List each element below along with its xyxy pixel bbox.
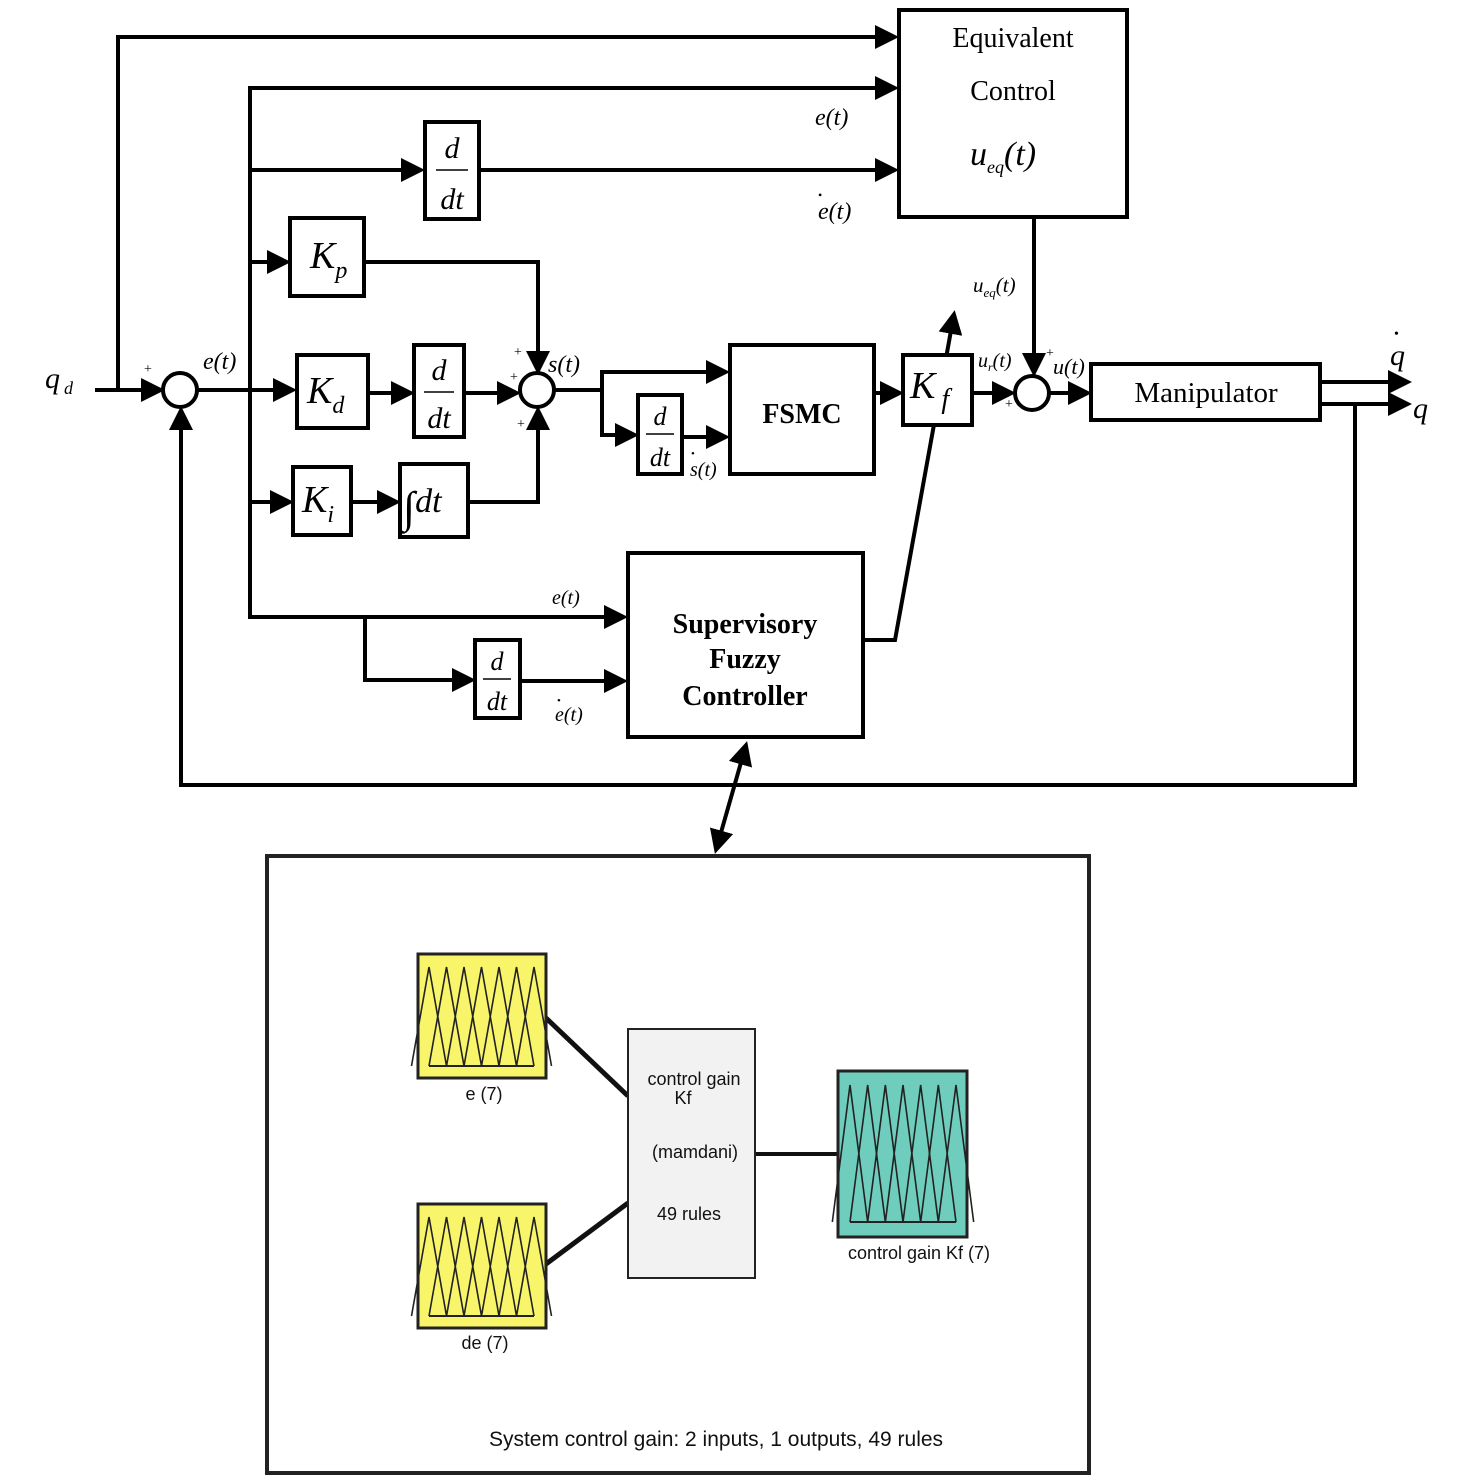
fuzzy-system-summary: System control gain: 2 inputs, 1 outputs… <box>489 1428 943 1451</box>
inference-engine-block: control gain Kf (mamdani) 49 rules <box>627 1028 756 1279</box>
membership-triangle <box>831 1084 869 1223</box>
membership-triangle <box>902 1084 940 1223</box>
svg-text:d: d <box>445 132 461 165</box>
svg-text:FSMC: FSMC <box>762 399 841 430</box>
membership-triangle <box>480 1216 518 1317</box>
sliding-surface-label: s(t) <box>548 352 580 378</box>
svg-text:49 rules: 49 rules <box>657 1204 721 1224</box>
kp-gain-block: Kp <box>288 216 366 298</box>
svg-text:dt: dt <box>440 183 464 216</box>
input-de-membership-block <box>410 1202 553 1330</box>
membership-triangle <box>410 966 448 1067</box>
dot-mark: • <box>691 448 695 460</box>
svg-text:Kf: Kf <box>674 1088 692 1108</box>
error-label: e(t) <box>203 349 236 375</box>
plus-sign: + <box>514 345 522 360</box>
q-output-label: q <box>1413 392 1428 425</box>
membership-triangle <box>410 1216 448 1317</box>
input-e-membership-block <box>410 952 553 1080</box>
input-e-label: e (7) <box>465 1084 502 1104</box>
svg-text:Fuzzy: Fuzzy <box>709 644 781 675</box>
svg-text:dt: dt <box>650 443 671 472</box>
svg-text:Ki: Ki <box>301 479 334 528</box>
u-signal-label: u(t) <box>1053 354 1085 379</box>
membership-triangle <box>445 1216 483 1317</box>
sum-junction-sliding <box>518 371 556 409</box>
output-kf-membership-block <box>831 1069 975 1239</box>
dot-mark: • <box>557 695 561 707</box>
equivalent-control-block: Equivalent Control ueq(t) <box>897 8 1129 219</box>
membership-triangle <box>463 1216 500 1317</box>
dot-mark: • <box>1394 327 1399 342</box>
fsmc-block: FSMC <box>728 343 876 476</box>
derivative-block-sliding: d dt <box>636 393 684 476</box>
membership-triangle <box>480 966 518 1067</box>
membership-functions <box>410 966 553 1067</box>
svg-text:Kf: Kf <box>909 365 952 415</box>
block-label: Equivalent <box>952 23 1074 54</box>
svg-text:dt: dt <box>487 687 508 716</box>
manipulator-block: Manipulator <box>1089 362 1322 422</box>
membership-triangle <box>498 1216 535 1317</box>
svg-text:(mamdani): (mamdani) <box>652 1142 738 1162</box>
plus-sign: + <box>1005 397 1013 412</box>
svg-text:Manipulator: Manipulator <box>1134 377 1278 409</box>
membership-triangle <box>919 1084 957 1223</box>
sum-junction-control <box>1013 374 1051 412</box>
ki-gain-block: Ki <box>291 465 353 537</box>
ur-signal-label: ur(t) <box>978 350 1012 374</box>
ueq-signal-label: ueq(t) <box>973 273 1016 300</box>
wires <box>95 25 1412 854</box>
derivative-block-error: d dt <box>423 120 481 221</box>
membership-triangle <box>463 966 500 1067</box>
svg-text:Controller: Controller <box>682 681 807 712</box>
error-derivative-label: e(t) <box>555 704 583 726</box>
membership-triangle <box>428 966 465 1067</box>
membership-functions <box>410 1216 553 1317</box>
input-de-label: de (7) <box>461 1333 508 1353</box>
plus-sign: + <box>510 370 518 385</box>
membership-triangle <box>849 1084 887 1223</box>
plus-sign: + <box>517 417 525 432</box>
svg-text:d: d <box>491 647 505 676</box>
membership-triangle <box>445 966 483 1067</box>
svg-text:Kp: Kp <box>309 235 347 284</box>
membership-triangle <box>428 1216 465 1317</box>
membership-triangle <box>937 1084 975 1223</box>
membership-triangle <box>884 1084 922 1223</box>
membership-functions <box>831 1084 975 1223</box>
block-label: Control <box>970 76 1056 107</box>
sum-junction-error <box>161 371 199 409</box>
ueq-label: ueq(t) <box>970 136 1036 177</box>
error-label: e(t) <box>552 587 580 609</box>
output-kf-label: control gain Kf (7) <box>848 1243 990 1263</box>
derivative-block-supervisory: d dt <box>473 638 522 720</box>
error-label: e(t) <box>815 105 848 131</box>
svg-text:d: d <box>654 402 668 431</box>
membership-triangle <box>866 1084 904 1223</box>
derivative-block-kd: d dt <box>412 343 466 439</box>
integral-block: ∫dt <box>398 462 470 539</box>
svg-text:control gain: control gain <box>647 1069 740 1089</box>
membership-triangle <box>498 966 535 1067</box>
svg-text:dt: dt <box>427 402 451 435</box>
svg-text:Supervisory: Supervisory <box>673 609 818 640</box>
error-derivative-label: e(t) <box>818 199 851 225</box>
plus-sign: + <box>1046 346 1054 361</box>
svg-text:d: d <box>432 354 448 387</box>
plus-sign: + <box>144 362 152 377</box>
svg-text:Kd: Kd <box>306 370 345 419</box>
sliding-derivative-label: s(t) <box>690 459 717 481</box>
dot-mark: • <box>818 188 822 202</box>
membership-triangle <box>515 966 553 1067</box>
membership-triangle <box>515 1216 553 1317</box>
fuzzy-system-panel: e (7) de (7) control gain Kf (mamdani) 4… <box>265 854 1091 1475</box>
supervisory-fuzzy-controller-block: Supervisory Fuzzy Controller <box>626 551 865 739</box>
kd-gain-block: Kd <box>295 353 370 430</box>
svg-text:∫dt: ∫dt <box>400 483 443 534</box>
qdot-output-label: q <box>1390 339 1405 372</box>
